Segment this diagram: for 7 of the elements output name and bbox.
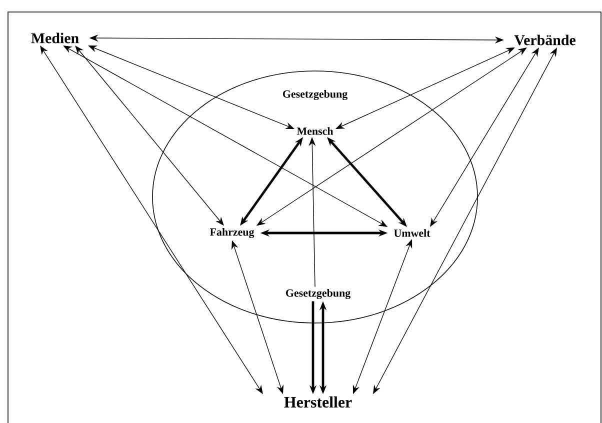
node-label: Verbände: [514, 34, 576, 46]
node-label: Hersteller: [284, 396, 352, 408]
node-label: Mensch: [296, 127, 334, 135]
node-label: Umwelt: [394, 229, 430, 237]
node-label: Gesetzgebung: [286, 289, 350, 300]
node-label: Medien: [31, 32, 79, 44]
node-label: Fahrzeug: [210, 228, 254, 238]
